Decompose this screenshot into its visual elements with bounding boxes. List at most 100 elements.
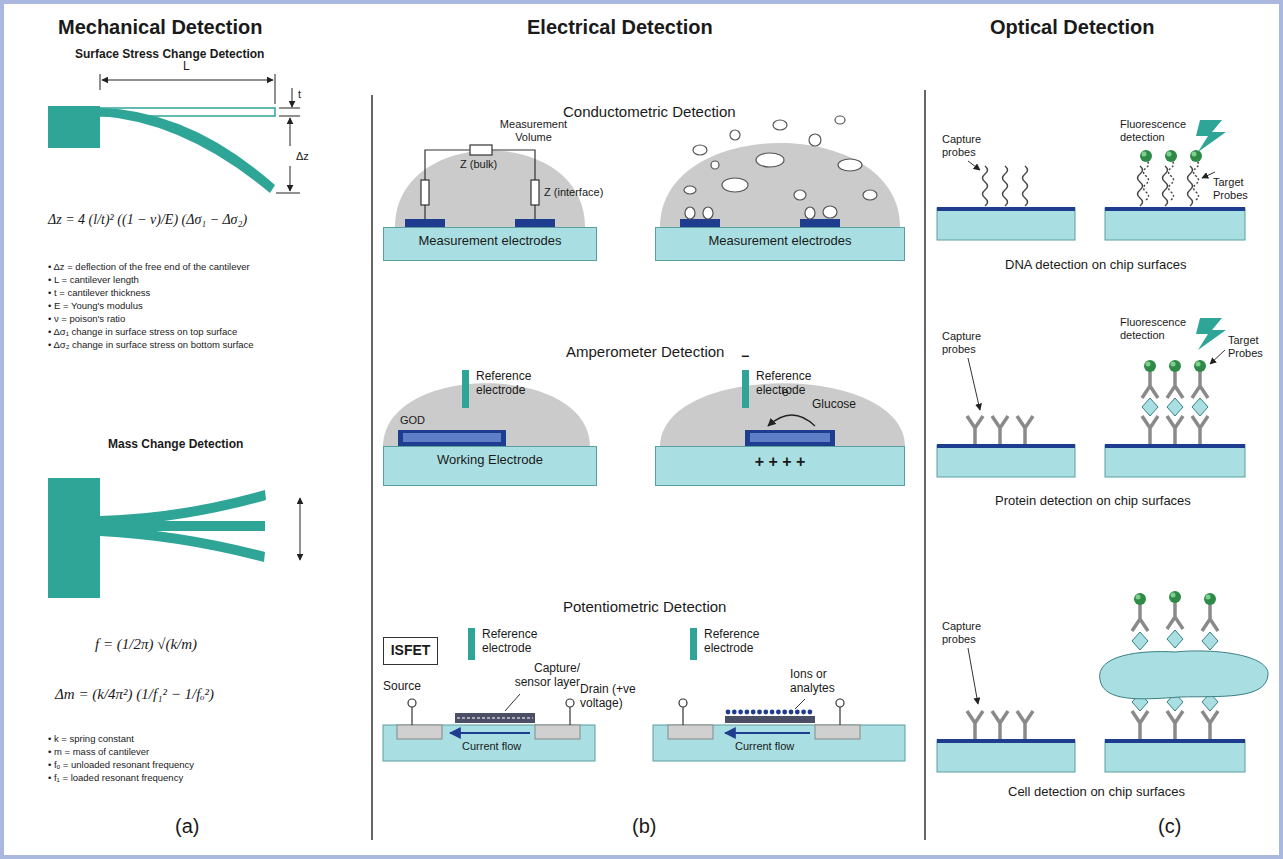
conductometric-cell-part-part (863, 190, 877, 200)
optical-chips-part (1196, 318, 1226, 350)
isfet-device-part-part (751, 710, 756, 715)
isfet-device-part-part (745, 710, 750, 715)
optical-chips-part (1017, 416, 1033, 444)
optical-chips-part (1169, 591, 1181, 603)
label-text: DNA detection on chip surfaces (1005, 258, 1186, 273)
optical-chips-part (1142, 370, 1158, 398)
cantilever-stress-part-part (279, 116, 300, 117)
node-text: Working Electrode (388, 453, 592, 468)
isfet-device-part-part (757, 710, 762, 715)
node-text: ISFET (386, 642, 435, 658)
isfet-device-part (690, 628, 697, 660)
isfet-device-part (668, 725, 713, 739)
isfet-device-part-part (408, 699, 416, 707)
optical-chips-part (1138, 166, 1143, 206)
label-text: t (298, 88, 301, 101)
conductometric-cell-part-part (756, 153, 784, 167)
optical-chips-part (983, 166, 988, 206)
amperometric-cell-part (660, 383, 905, 447)
optical-chips-part (1144, 160, 1149, 200)
label-text: Measurement Volume (496, 118, 571, 143)
optical-chips-part-part (1105, 740, 1245, 772)
isfet-device-part (383, 725, 595, 761)
cantilever-stress-part-part (279, 108, 300, 109)
isfet-device-part (408, 699, 574, 725)
isfet-device (383, 628, 905, 761)
optical-chips-part (1167, 601, 1183, 629)
label-text: Δz = 4 (l/t)² ((1 − ν)/E) (Δσ₁ − Δσ₂) (48, 212, 247, 228)
optical-chips-part (992, 711, 1008, 739)
label-text: f = (1/2π) √(k/m) (95, 636, 197, 653)
optical-chips-part (1202, 603, 1218, 631)
cantilever-stress-part (100, 74, 300, 193)
conductometric-cell-part (421, 145, 539, 219)
amperometric-cell-part (768, 415, 815, 426)
substrate-box: Working Electrode (383, 446, 597, 486)
label-text: Fluorescence detection (1120, 316, 1195, 341)
label-text: • E = Young's modulus (48, 301, 368, 312)
isfet-device-part-part (569, 707, 570, 725)
isfet-device-part (725, 716, 815, 723)
cantilever-mass-part (100, 526, 265, 562)
label-text: Drain (+ve voltage) (580, 683, 655, 711)
label-text: Current flow (735, 740, 794, 753)
conductometric-cell-part-part (835, 116, 845, 124)
cantilever-stress-part-part (290, 166, 291, 191)
optical-chips-part-part (937, 740, 1075, 772)
isfet-device-part-part (789, 710, 794, 715)
cantilever-mass-part (48, 478, 100, 598)
optical-chips-part-part (1210, 350, 1225, 364)
optical-chips-part (1132, 711, 1148, 739)
label-text: Potentiometric Detection (563, 598, 726, 615)
cantilever-stress-part-part (290, 118, 291, 146)
label-text: • t = cantilever thickness (48, 288, 368, 299)
optical-chips-part (1142, 398, 1158, 416)
amperometric-cell-part (745, 430, 835, 446)
label-text: Ions or analytes (790, 668, 860, 696)
isfet-device-part-part (770, 710, 775, 715)
label-text: • ν = poison's ratio (48, 314, 368, 325)
cantilever-stress-part-part (102, 80, 273, 81)
optical-chips-part (1100, 651, 1268, 699)
label-text: • Δz = deflection of the free end of the… (48, 262, 368, 273)
label-text: Capture probes (942, 330, 997, 355)
conductometric-cell-part-part (703, 207, 713, 219)
isfet-device-part (795, 699, 805, 709)
node-text: Measurement electrodes (660, 234, 900, 249)
cantilever-mass-part (300, 498, 301, 560)
cantilever-stress (48, 74, 300, 193)
label-text: L (183, 60, 190, 74)
optical-chips-part-part (1105, 444, 1245, 448)
isfet-device-part (679, 699, 844, 725)
cantilever-stress-part-part (276, 193, 300, 194)
optical-chips-part (1167, 630, 1183, 648)
label-text: GOD (400, 414, 425, 427)
label-text: Target Probes (1213, 176, 1258, 201)
optical-chips-part-part (968, 161, 980, 170)
optical-chips-part-part (937, 445, 1075, 477)
optical-chips-part (1169, 160, 1174, 200)
conductometric-cell-part-part (722, 178, 748, 192)
isfet-device-part-part (738, 710, 743, 715)
conductometric-cell-part-part (823, 206, 837, 218)
cantilever-stress-part-part (292, 88, 293, 107)
node-text: + + + + (660, 453, 900, 471)
label-text: • Δσ₁ change in surface stress on top su… (48, 327, 368, 338)
optical-chips-part (1167, 398, 1183, 416)
cantilever-stress-part-part (100, 74, 101, 90)
conductometric-cell-part-part (425, 150, 535, 219)
amperometric-cell (383, 370, 905, 447)
conductometric-cell-part-part (421, 180, 429, 205)
conductometric-cell-part (405, 219, 445, 227)
optical-chips-part (1132, 632, 1148, 650)
isfet-device-part-part (839, 707, 840, 725)
isfet-device-part-part (411, 707, 412, 725)
conductometric-cell-part-part (711, 161, 719, 169)
optical-chips-part (1192, 398, 1208, 416)
label-text: Mass Change Detection (108, 438, 243, 452)
isfet-device-part-part (726, 710, 731, 715)
conductometric-cell-part-part (693, 145, 707, 155)
conductometric-cell-part (680, 219, 720, 227)
